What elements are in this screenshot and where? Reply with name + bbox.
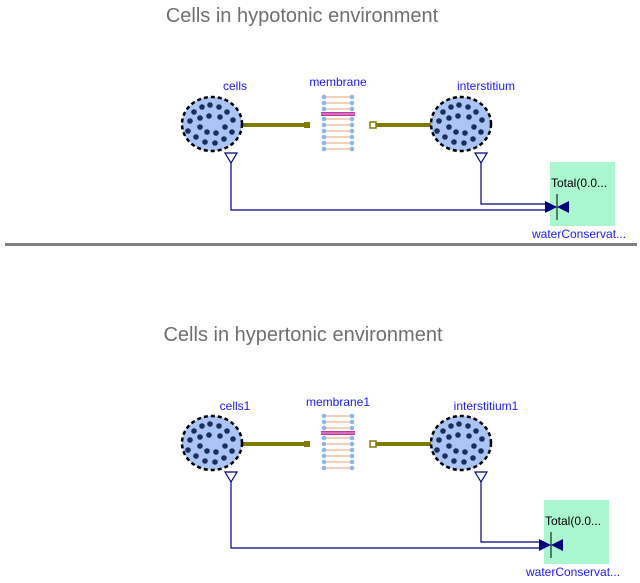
bottom-membrane-right-port[interactable]: [369, 440, 377, 448]
bottom-total-value: Total(0.0...: [545, 514, 601, 528]
top-interstitium-label: interstitium: [457, 79, 515, 93]
top-total-value: Total(0.0...: [551, 176, 607, 190]
top-interstitium-icon[interactable]: [429, 95, 493, 153]
bottom-membrane-icon[interactable]: [320, 413, 356, 471]
section-divider: [5, 243, 637, 246]
top-interstitium-signal-line: [480, 162, 551, 205]
bottom-membrane-label: membrane1: [306, 395, 370, 409]
top-input-arrow-right[interactable]: [557, 201, 569, 213]
bottom-diagram: Cells in hypertonic environment cells1 m…: [163, 324, 620, 579]
bottom-cells-icon[interactable]: [180, 414, 244, 472]
bottom-interstitium-icon[interactable]: [429, 414, 493, 472]
bottom-cells-label: cells1: [220, 399, 251, 413]
bottom-interstitium-signal-line: [480, 481, 545, 543]
bottom-membrane-left-port[interactable]: [304, 441, 310, 447]
bottom-conservation-label: waterConservat...: [525, 565, 620, 579]
top-interstitium-output-port[interactable]: [473, 152, 489, 165]
top-membrane-left-port[interactable]: [304, 122, 310, 128]
top-cells-signal-line: [230, 162, 551, 211]
bottom-cells-signal-line: [230, 481, 545, 549]
top-membrane-icon[interactable]: [320, 94, 356, 152]
top-membrane-right-port[interactable]: [369, 121, 377, 129]
bottom-interstitium-output-port[interactable]: [473, 471, 489, 484]
bottom-input-arrow-right[interactable]: [551, 539, 563, 551]
bottom-interstitium-label: interstitium1: [454, 399, 519, 413]
bottom-input-arrow-left[interactable]: [539, 539, 551, 551]
top-title: Cells in hypotonic environment: [166, 5, 439, 27]
top-cells-icon[interactable]: [180, 95, 244, 153]
top-cells-label: cells: [223, 79, 247, 93]
top-diagram: Cells in hypotonic environment cells mem…: [166, 5, 626, 241]
top-cells-output-port[interactable]: [223, 152, 239, 165]
top-water-conservation-block[interactable]: [550, 162, 615, 226]
bottom-water-conservation-block[interactable]: [544, 500, 609, 564]
top-input-arrow-left[interactable]: [545, 201, 557, 213]
top-membrane-label: membrane: [309, 75, 367, 89]
bottom-cells-output-port[interactable]: [223, 471, 239, 484]
bottom-title: Cells in hypertonic environment: [163, 324, 442, 346]
top-conservation-label: waterConservat...: [531, 227, 626, 241]
